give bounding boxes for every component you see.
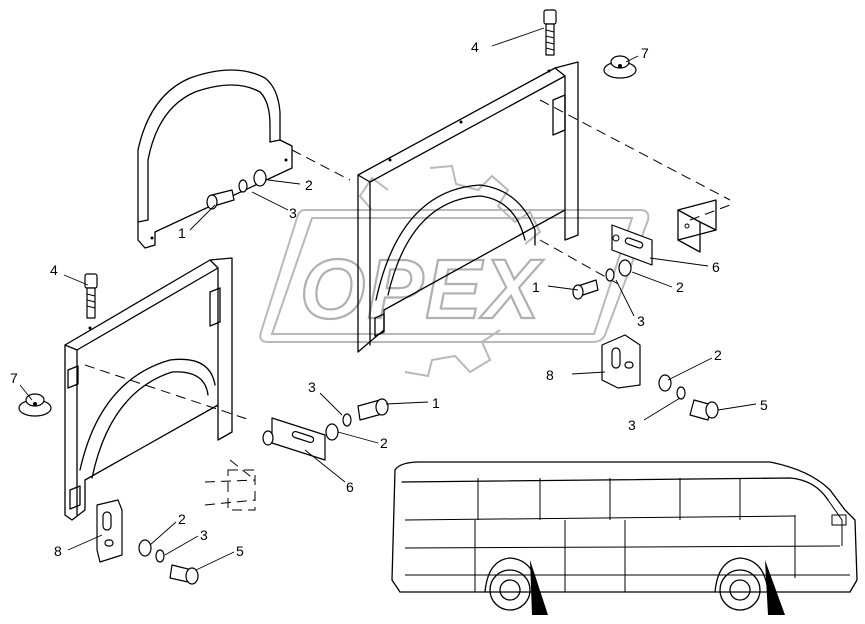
callout-5-left: 5 — [236, 543, 244, 559]
callout-6-left-center: 6 — [346, 479, 354, 495]
callout-5-right: 5 — [760, 397, 768, 413]
callout-3-upper-left: 3 — [289, 205, 297, 221]
callout-4-left: 4 — [50, 262, 58, 278]
callout-2-upper-left: 2 — [305, 177, 313, 193]
bolt-washer-set-upper-left — [206, 169, 267, 210]
square-tube-stub-right — [677, 199, 717, 253]
callout-3-left: 3 — [200, 527, 208, 543]
callout-1-middle: 1 — [532, 279, 540, 295]
assembly-center-lines — [84, 99, 731, 506]
callout-7-left: 7 — [10, 370, 18, 386]
callout-1-left-center: 1 — [432, 395, 440, 411]
bus-location-illustration — [391, 461, 858, 615]
square-tube-stub-left — [227, 469, 256, 511]
leader-lines — [19, 27, 757, 571]
callout-2-right: 2 — [676, 279, 684, 295]
angle-bracket-8-left — [96, 499, 123, 563]
callout-labels: 4 7 2 3 1 6 2 1 3 8 2 3 5 4 7 3 1 2 6 8 … — [10, 39, 768, 559]
rubber-nut-7-left — [18, 393, 52, 417]
callout-8-right: 8 — [546, 367, 554, 383]
callout-3-left-center: 3 — [308, 379, 316, 395]
lower-left-frame — [64, 257, 233, 521]
callout-2-left: 2 — [178, 511, 186, 527]
callout-3-middle: 3 — [637, 313, 645, 329]
bolt-washer-set-5-left — [138, 539, 199, 585]
bolt-washer-set-right — [572, 259, 632, 300]
upper-right-frame — [357, 61, 579, 353]
callout-2-left-center: 2 — [380, 435, 388, 451]
stud-4-top — [543, 9, 557, 56]
callout-3-right-lower: 3 — [628, 417, 636, 433]
bolt-washer-set-left-center — [325, 398, 389, 441]
callout-8-left: 8 — [54, 543, 62, 559]
slotted-bracket-6-left — [262, 417, 326, 461]
callout-7-top: 7 — [641, 45, 649, 61]
slotted-bracket-6-right — [611, 224, 653, 266]
angle-bracket-8-right — [601, 334, 641, 389]
callout-1-upper-left: 1 — [178, 225, 186, 241]
upper-left-fender-bracket — [137, 69, 293, 249]
rubber-nut-7-top — [603, 55, 637, 79]
callout-2-right-lower: 2 — [714, 347, 722, 363]
stud-4-left — [84, 273, 98, 319]
callout-6-right: 6 — [712, 259, 720, 275]
callout-4-top: 4 — [471, 39, 479, 55]
bolt-washer-set-5-right — [658, 374, 719, 421]
